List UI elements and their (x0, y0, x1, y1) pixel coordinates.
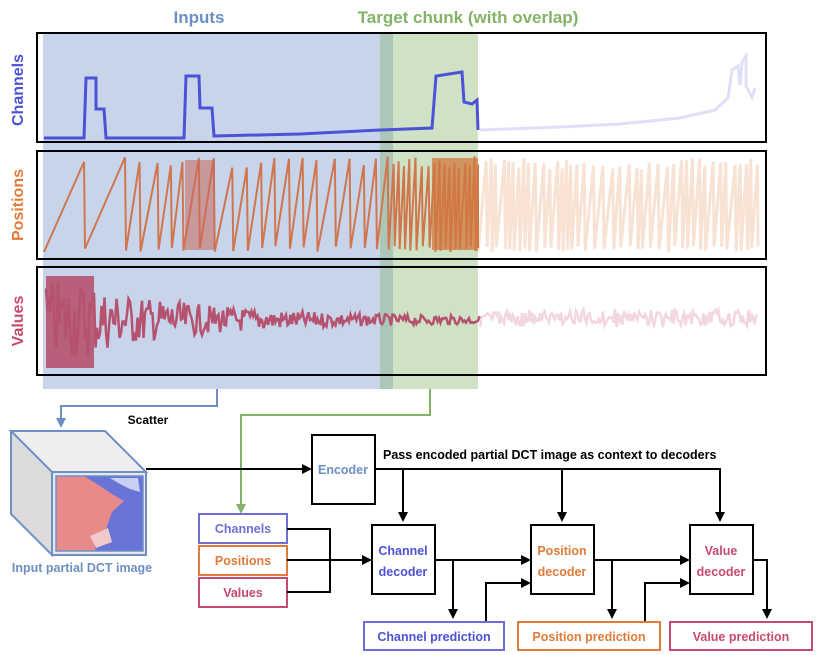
row-label-positions: Positions (10, 169, 27, 241)
position-prediction-feedback (644, 578, 690, 622)
value-decoder-box (689, 524, 754, 595)
channels-signal (44, 51, 757, 140)
position-decoder-box (530, 524, 595, 595)
context-line (375, 468, 725, 522)
positions-input-box (198, 545, 288, 576)
channel-decoder-box (371, 524, 436, 595)
positions-input-label: Positions (215, 554, 271, 568)
scatter-arrow (56, 389, 218, 428)
cube-icon (8, 430, 149, 558)
channels-input-box (198, 513, 288, 544)
row-label-values: Values (10, 296, 27, 347)
channel-decoder-label-1: Channel (378, 544, 427, 558)
channels-plot-frame (36, 32, 767, 143)
target-chunk-label: Target chunk (with overlap) (358, 8, 579, 27)
value-decoder-label-1: Value (705, 544, 738, 558)
value-decoder-label-2: decoder (697, 565, 746, 579)
position-decoder-label-1: Position (537, 544, 586, 558)
positions-signal (43, 156, 760, 253)
value-prediction-box (669, 621, 813, 651)
values-plot-frame (36, 266, 767, 376)
values-signal (44, 276, 759, 368)
channel-prediction-box (363, 621, 505, 651)
encoder-box (311, 434, 376, 505)
position-decoder-label-2: decoder (538, 565, 587, 579)
dct-image-label: Input partial DCT image (12, 561, 152, 575)
encoder-label: Encoder (318, 463, 368, 477)
channels-input-label: Channels (215, 522, 271, 536)
row-label-channels: Channels (10, 54, 27, 126)
value-prediction-label: Value prediction (693, 630, 790, 644)
position-prediction-label: Position prediction (532, 630, 645, 644)
scatter-label: Scatter (128, 413, 169, 427)
values-input-label: Values (223, 586, 263, 600)
positions-plot-frame (36, 150, 767, 260)
channel-decoder-label-2: decoder (379, 565, 428, 579)
position-prediction-box (517, 621, 661, 651)
target-arrow (236, 389, 431, 514)
channel-prediction-label: Channel prediction (377, 630, 490, 644)
inputs-label: Inputs (174, 8, 225, 27)
channel-prediction-feedback (485, 578, 531, 622)
value-to-prediction-arrow (753, 559, 772, 619)
context-label: Pass encoded partial DCT image as contex… (383, 448, 716, 462)
